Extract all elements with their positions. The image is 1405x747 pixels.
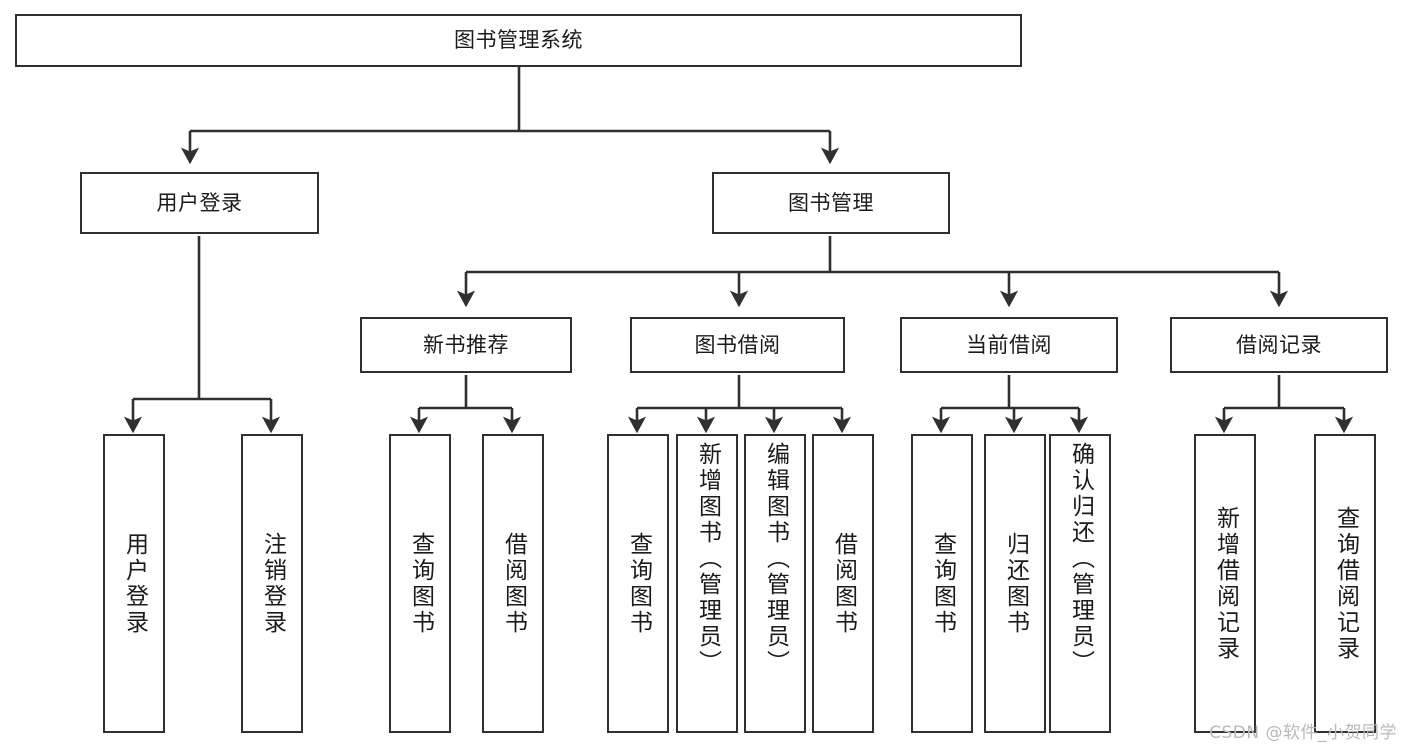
node-root[interactable]: 图书管理系统 (15, 14, 1022, 67)
leaf-current-borrow-1[interactable]: 归还图书 (984, 434, 1046, 733)
leaf-book-borrow-3-label: 借阅图书 (830, 531, 857, 636)
leaf-user-login-1-label: 注销登录 (259, 531, 286, 636)
node-user-login[interactable]: 用户登录 (80, 172, 319, 234)
leaf-current-borrow-2-label: 确认归还（管理员） (1067, 442, 1094, 676)
node-book-borrow[interactable]: 图书借阅 (630, 317, 845, 373)
leaf-new-book-rec-0[interactable]: 查询图书 (389, 434, 451, 733)
leaf-current-borrow-2[interactable]: 确认归还（管理员） (1049, 434, 1111, 733)
node-user-login-label: 用户登录 (156, 190, 243, 215)
node-current-borrow-label: 当前借阅 (966, 332, 1052, 357)
node-current-borrow[interactable]: 当前借阅 (900, 317, 1118, 373)
leaf-borrow-record-1-label: 查询借阅记录 (1332, 505, 1359, 662)
leaf-user-login-0-label: 用户登录 (121, 531, 148, 636)
node-borrow-record-label: 借阅记录 (1236, 332, 1322, 357)
leaf-book-borrow-0[interactable]: 查询图书 (607, 434, 669, 733)
node-root-label: 图书管理系统 (454, 28, 583, 53)
watermark-text: CSDN @软件_小贺同学 (1209, 723, 1397, 743)
leaf-new-book-rec-0-label: 查询图书 (407, 531, 434, 636)
leaf-new-book-rec-1-label: 借阅图书 (500, 531, 527, 636)
leaf-user-login-1[interactable]: 注销登录 (241, 434, 303, 733)
node-book-manage[interactable]: 图书管理 (712, 172, 950, 234)
leaf-book-borrow-0-label: 查询图书 (625, 531, 652, 636)
node-borrow-record[interactable]: 借阅记录 (1170, 317, 1388, 373)
leaf-book-borrow-2-label: 编辑图书（管理员） (762, 442, 789, 676)
leaf-current-borrow-0-label: 查询图书 (929, 531, 956, 636)
node-new-book-recommend[interactable]: 新书推荐 (360, 317, 572, 373)
leaf-book-borrow-3[interactable]: 借阅图书 (812, 434, 874, 733)
leaf-current-borrow-0[interactable]: 查询图书 (911, 434, 973, 733)
leaf-book-borrow-2[interactable]: 编辑图书（管理员） (744, 434, 806, 733)
leaf-book-borrow-1[interactable]: 新增图书（管理员） (676, 434, 738, 733)
leaf-borrow-record-1[interactable]: 查询借阅记录 (1314, 434, 1376, 733)
leaf-current-borrow-1-label: 归还图书 (1002, 531, 1029, 636)
leaf-new-book-rec-1[interactable]: 借阅图书 (482, 434, 544, 733)
node-book-borrow-label: 图书借阅 (694, 332, 781, 357)
leaf-borrow-record-0-label: 新增借阅记录 (1212, 505, 1239, 662)
leaf-borrow-record-0[interactable]: 新增借阅记录 (1194, 434, 1256, 733)
node-book-manage-label: 图书管理 (788, 190, 874, 215)
node-new-book-recommend-label: 新书推荐 (423, 332, 509, 357)
leaf-book-borrow-1-label: 新增图书（管理员） (694, 442, 721, 676)
leaf-user-login-0[interactable]: 用户登录 (103, 434, 165, 733)
